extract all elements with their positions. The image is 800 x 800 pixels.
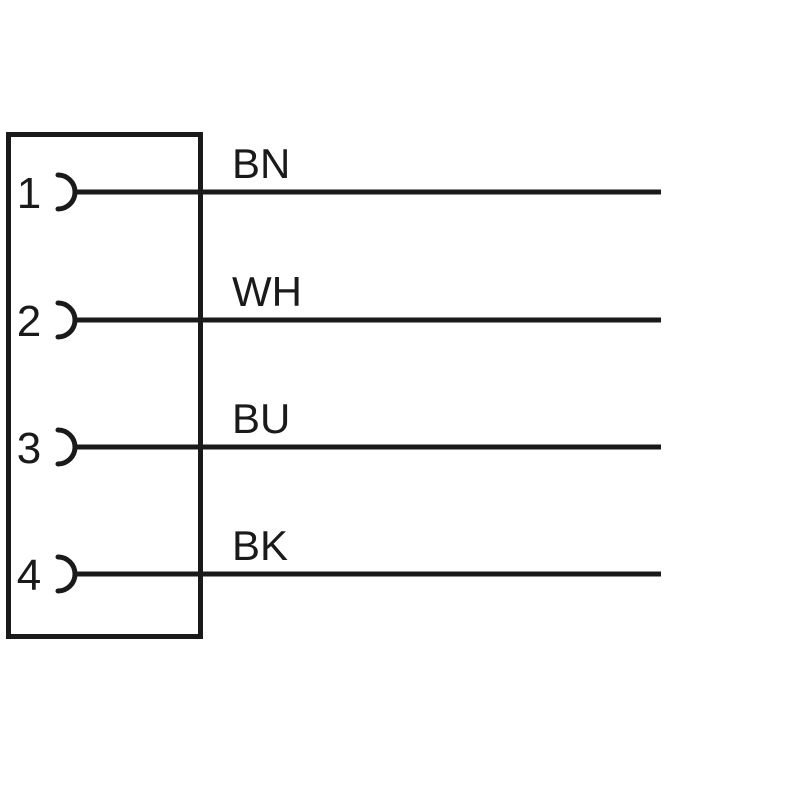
pin-number-4: 4: [17, 551, 41, 600]
pin-row-3: 3 BU: [17, 395, 661, 473]
contact-socket-icon-2: [55, 300, 78, 340]
contact-socket-icon-1: [55, 172, 78, 212]
contact-socket-icon-4: [55, 554, 78, 594]
wire-label-1: BN: [232, 140, 290, 187]
wire-label-3: BU: [232, 395, 290, 442]
pin-row-2: 2 WH: [17, 268, 661, 346]
pin-number-1: 1: [17, 169, 41, 218]
pin-number-3: 3: [17, 424, 41, 473]
pin-row-1: 1 BN: [17, 140, 661, 218]
connector-body-outline: [6, 132, 203, 639]
pin-number-2: 2: [17, 297, 41, 346]
contact-socket-icon-3: [55, 427, 78, 467]
wire-label-4: BK: [232, 522, 288, 569]
pin-row-4: 4 BK: [17, 522, 661, 600]
wire-label-2: WH: [232, 268, 302, 315]
